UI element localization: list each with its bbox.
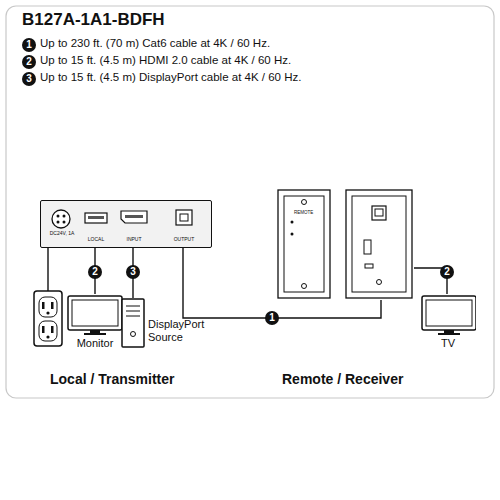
callout-number: 1 bbox=[265, 311, 279, 325]
node-text: DisplayPort Source bbox=[148, 318, 218, 343]
node-text: OUTPUT bbox=[170, 237, 198, 243]
node-text: DC24V, 1A bbox=[44, 231, 80, 237]
callout-number: 3 bbox=[126, 265, 140, 279]
page-frame bbox=[6, 6, 494, 398]
spec-note: Up to 15 ft. (4.5 m) DisplayPort cable a… bbox=[40, 71, 480, 84]
node-text: LOCAL bbox=[84, 237, 108, 243]
receiver-wall-plate: REMOTE bbox=[276, 188, 414, 300]
device-drawing bbox=[276, 188, 414, 300]
node-text: Monitor bbox=[66, 337, 124, 350]
spec-note: Up to 230 ft. (70 m) Cat6 cable at 4K / … bbox=[40, 37, 480, 50]
node-text: REMOTE bbox=[294, 210, 320, 215]
node-text: INPUT bbox=[122, 237, 146, 243]
section-label: Remote / Receiver bbox=[282, 371, 403, 387]
power-cord bbox=[47, 248, 48, 291]
displayport-source: DisplayPort Source bbox=[121, 298, 219, 348]
callout-number: 3 bbox=[22, 72, 36, 86]
section-label: Local / Transmitter bbox=[50, 371, 174, 387]
monitor-device: Monitor bbox=[66, 294, 124, 350]
callout-number: 2 bbox=[22, 55, 36, 69]
transmitter-unit: DC24V, 1A LOCAL INPUT OUTPUT bbox=[40, 200, 212, 248]
node-text: TV bbox=[420, 337, 476, 350]
callout-number: 2 bbox=[88, 265, 102, 279]
callout-number: 2 bbox=[440, 265, 454, 279]
diagram-title: B127A-1A1-BDFH bbox=[22, 10, 165, 30]
spec-note: Up to 15 ft. (4.5 m) HDMI 2.0 cable at 4… bbox=[40, 54, 480, 67]
callout-number: 1 bbox=[22, 38, 36, 52]
wall-outlet bbox=[34, 291, 62, 346]
tv-device: TV bbox=[420, 294, 476, 350]
